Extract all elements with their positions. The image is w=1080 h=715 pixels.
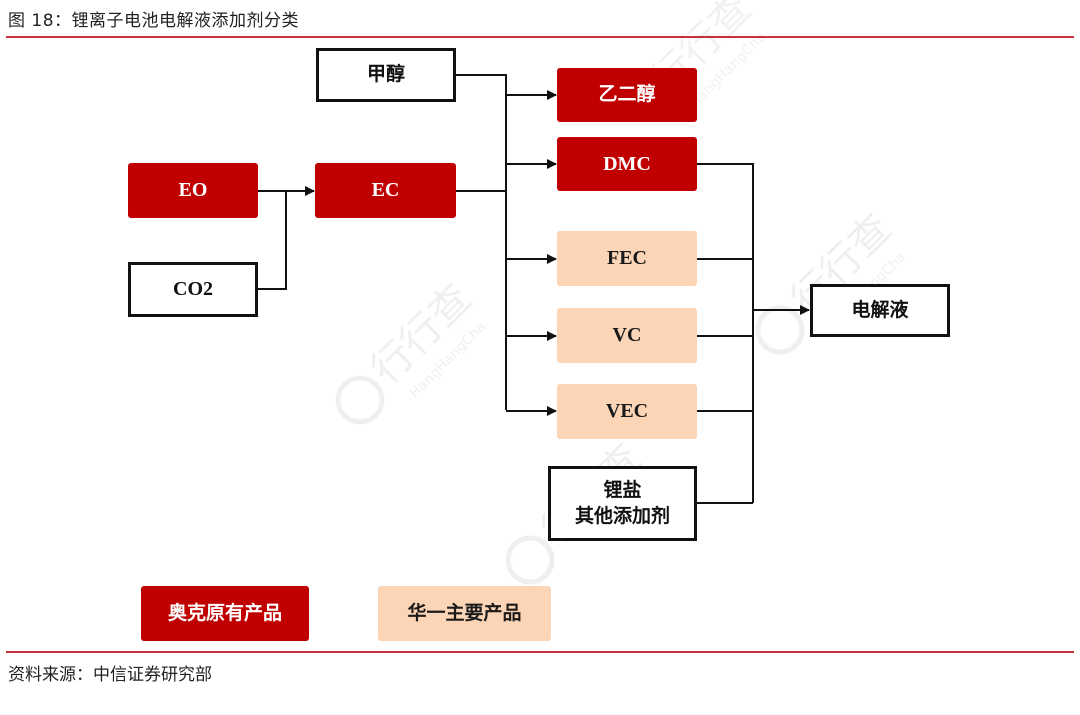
node-label: VEC: [605, 400, 649, 422]
node-label: EC: [371, 179, 400, 201]
node-label: DMC: [603, 152, 651, 175]
legend-label: 华一主要产品: [407, 601, 522, 624]
watermark-subtext: HangHangCha: [407, 319, 490, 402]
node-fec: FEC: [557, 231, 697, 286]
watermark-subtext: HangHangCha: [687, 29, 770, 112]
node-label: 乙二醇: [598, 83, 656, 106]
legend-huayi-products: 华一主要产品: [378, 586, 551, 641]
node-co2: CO2: [128, 262, 258, 317]
node-label-line2: 其他添加剂: [574, 504, 670, 527]
legend-label: 奥克原有产品: [167, 601, 282, 624]
node-electrolyte: 电解液: [810, 284, 950, 337]
watermark: 行行查 HangHangCha: [335, 276, 490, 425]
watermark-logo-icon: [335, 375, 385, 425]
source-note: 资料来源：中信证券研究部: [8, 665, 212, 685]
top-rule: [6, 36, 1074, 38]
node-label: 电解液: [851, 298, 909, 321]
node-methanol: 甲醇: [316, 48, 456, 102]
node-vc: VC: [557, 308, 697, 363]
legend-aoke-products: 奥克原有产品: [141, 586, 309, 641]
node-ec: EC: [315, 163, 456, 218]
node-ethylene-glycol: 乙二醇: [557, 68, 697, 122]
edge-co2-ec: [258, 191, 287, 290]
node-label: 甲醇: [366, 63, 405, 86]
node-eo: EO: [128, 163, 258, 218]
node-label-line1: 锂盐: [603, 478, 642, 501]
watermark-logo-icon: [755, 305, 805, 355]
watermark-text: 行行查: [363, 276, 480, 393]
figure-title: 图 18：锂离子电池电解液添加剂分类: [8, 11, 300, 31]
bottom-rule: [6, 651, 1074, 653]
node-vec: VEC: [557, 384, 697, 439]
edge-dmc-merge: [697, 163, 754, 503]
edge-methanol-trunk: [456, 74, 507, 410]
node-label: EO: [178, 179, 208, 201]
node-dmc: DMC: [557, 137, 697, 191]
node-label: FEC: [607, 247, 647, 269]
node-label: CO2: [173, 278, 213, 300]
node-label: VC: [612, 324, 642, 346]
node-lithium-salt-additives: 锂盐 其他添加剂: [548, 466, 697, 541]
